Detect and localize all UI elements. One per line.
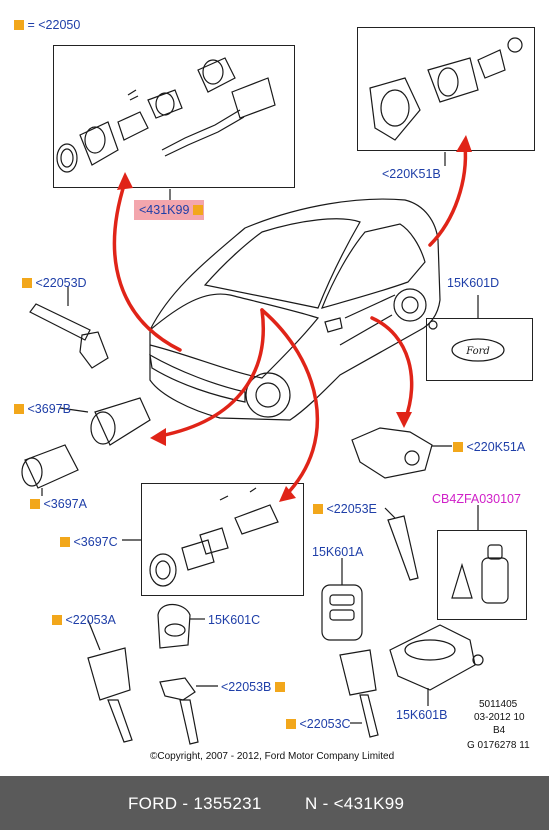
tool-kit-box <box>437 530 527 620</box>
label-22053D: <22053D <box>22 276 87 290</box>
ref-line-2: 03-2012 10 <box>474 712 525 723</box>
car-grille <box>149 353 246 403</box>
legend-text: = <22050 <box>27 18 81 32</box>
car-hood <box>149 293 320 379</box>
ford-oval-icon <box>451 338 505 362</box>
car-outline <box>149 198 441 421</box>
footer-brand: FORD - 1355231 <box>128 794 262 813</box>
footer-bar: FORD - 1355231 N - <431K99 <box>0 776 549 830</box>
ref-line-4: G 0176278 11 <box>467 740 530 751</box>
highlighted-part <box>134 200 204 220</box>
label-220K51A: <220K51A <box>453 440 525 454</box>
label-15K601A: 15K601A <box>312 545 364 559</box>
label-22053A: <22053A <box>52 613 116 627</box>
legend: = <22050 <box>14 18 80 32</box>
label-15K601B: 15K601B <box>396 708 448 722</box>
ref-line-1: 5011405 <box>479 699 518 710</box>
label-22053C: <22053C <box>286 717 351 731</box>
ford-logo-text: Ford <box>465 346 490 357</box>
label-15K601C: 15K601C <box>208 613 261 627</box>
label-15K601D: 15K601D <box>447 276 500 290</box>
copyright: ©Copyright, 2007 - 2012, Ford Motor Comp… <box>150 751 395 762</box>
label-220K51B: <220K51B <box>382 167 441 181</box>
label-3697B: <3697B <box>14 402 71 416</box>
label-22053B: <22053B <box>221 680 285 694</box>
label-431K99: <431K99 <box>139 203 203 217</box>
lock-set-box <box>53 45 295 188</box>
tailgate-lock-box <box>357 27 535 151</box>
arrow-3697C <box>260 308 319 498</box>
arrow-431K99 <box>112 180 182 352</box>
ref-line-3: B4 <box>493 725 506 736</box>
car-rear-wheel <box>393 288 427 322</box>
label-22053E: <22053E <box>313 502 377 516</box>
label-3697C: <3697C <box>60 535 118 549</box>
car-front-wheel <box>245 372 291 418</box>
car-side-windows <box>320 223 426 309</box>
legend-marker-icon <box>14 20 24 30</box>
arrow-220K51B <box>428 143 468 247</box>
car-windshield <box>203 218 361 309</box>
arrow-3697B <box>158 308 265 438</box>
label-3697A: <3697A <box>30 497 87 511</box>
badge-box <box>426 318 533 381</box>
footer-part: N - <431K99 <box>305 794 405 813</box>
arrow-220K51A <box>370 316 414 422</box>
door-lock-box <box>141 483 304 596</box>
label-CB4ZFA030107: CB4ZFA030107 <box>432 492 521 506</box>
